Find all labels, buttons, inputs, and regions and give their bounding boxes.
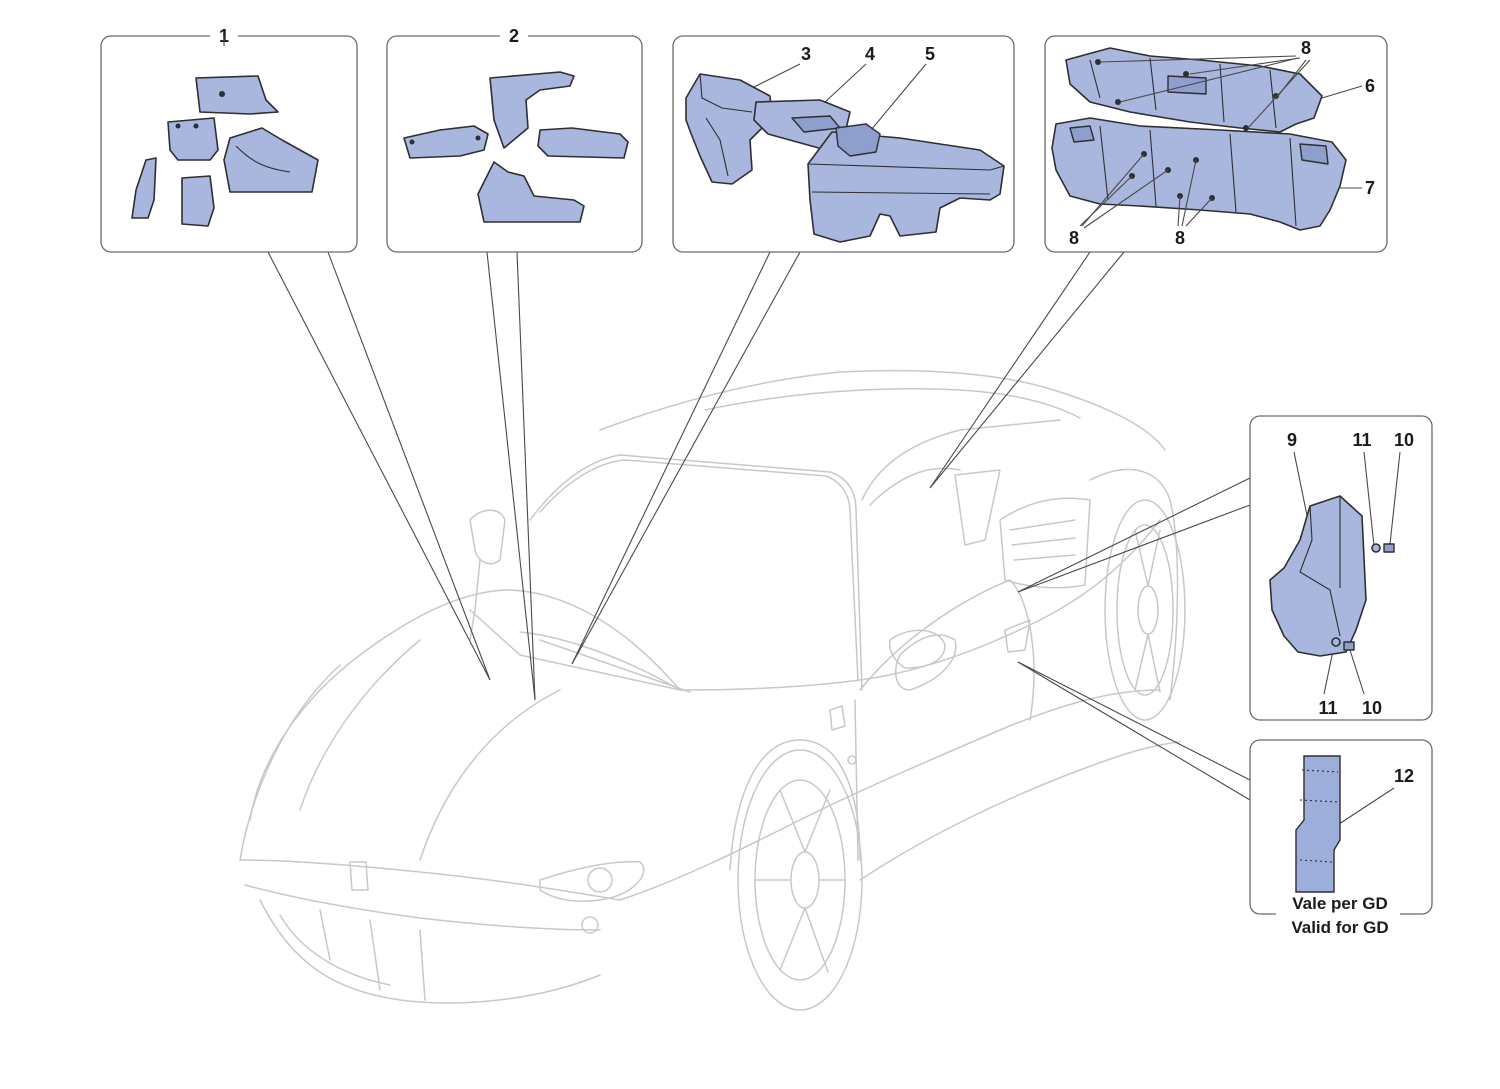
panel-9-10-11: 9 11 10 11 10 bbox=[1249, 415, 1433, 721]
part-11-washer-top bbox=[1371, 543, 1381, 553]
callout-9: 9 bbox=[1287, 430, 1297, 450]
callout-2: 2 bbox=[509, 26, 519, 46]
callout-7: 7 bbox=[1365, 178, 1375, 198]
validity-note-english: Valid for GD bbox=[1291, 918, 1388, 937]
callout-8-left: 8 bbox=[1069, 228, 1079, 248]
part-7-insulation bbox=[1051, 117, 1347, 231]
panel-6-7-8: 8 6 7 8 8 bbox=[1044, 35, 1388, 253]
panel-3-4-5: 3 4 5 bbox=[672, 35, 1015, 253]
part-3-insulation bbox=[685, 73, 773, 185]
panel-2: 2 bbox=[386, 24, 643, 253]
callout-6: 6 bbox=[1365, 76, 1375, 96]
callout-3: 3 bbox=[801, 44, 811, 64]
part-5-insulation bbox=[807, 123, 1005, 243]
panel-12: 12 Vale per GD Valid for GD bbox=[1249, 739, 1433, 940]
callout-11-top: 11 bbox=[1352, 430, 1371, 450]
callout-10-top: 10 bbox=[1394, 430, 1414, 450]
callout-12: 12 bbox=[1394, 766, 1414, 786]
callout-10-bottom: 10 bbox=[1362, 698, 1382, 718]
part-10-screw-top bbox=[1383, 543, 1395, 553]
callout-4: 4 bbox=[865, 44, 875, 64]
part-2-insulation-pieces bbox=[403, 71, 629, 223]
part-10-screw-bottom bbox=[1343, 641, 1355, 651]
part-1-insulation-pieces bbox=[131, 75, 319, 227]
part-11-washer-bottom bbox=[1331, 637, 1341, 647]
part-12-felt-pad bbox=[1295, 755, 1341, 893]
callout-11-bottom: 11 bbox=[1318, 698, 1337, 718]
callout-8-right: 8 bbox=[1175, 228, 1185, 248]
callout-8-top: 8 bbox=[1301, 38, 1311, 58]
leader-lines bbox=[267, 251, 1251, 801]
part-9-insulation bbox=[1269, 495, 1367, 657]
panel-1: 1 bbox=[100, 24, 358, 253]
car-outline bbox=[239, 369, 1186, 1011]
validity-note-italian: Vale per GD bbox=[1292, 894, 1387, 913]
callout-5: 5 bbox=[925, 44, 935, 64]
